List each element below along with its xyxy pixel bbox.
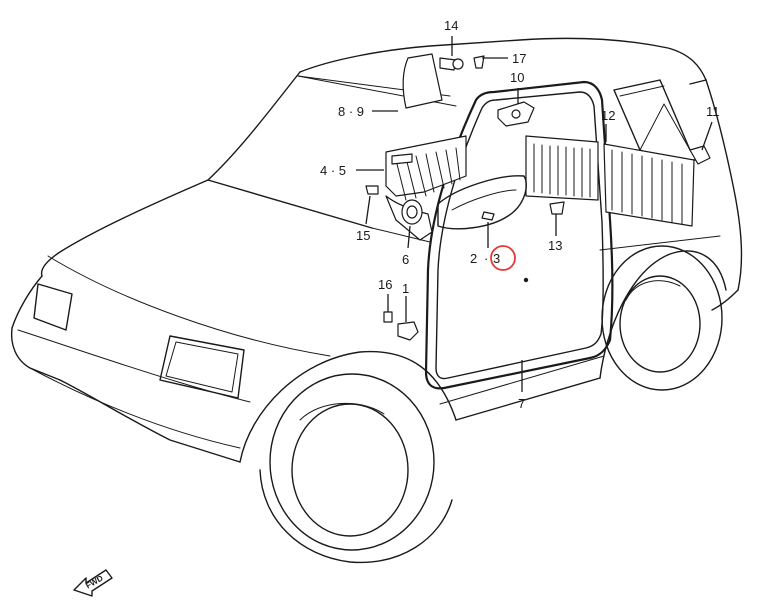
clip-13-part [549,201,565,215]
callout-labels: 14 17 10 11 12 8 · 9 4 · 5 15 6 13 2 · 3… [320,18,720,411]
striker-1-part [397,321,419,341]
callout-3[interactable]: 3 [493,251,500,266]
forward-direction-badge: FWD [73,569,113,597]
callout-15: 15 [356,228,370,243]
bracket-11-part [689,145,711,165]
callout-17: 17 [512,51,526,66]
callout-2: 2 [470,251,477,266]
callout-12: 12 [601,108,615,123]
selected-part-highlight [490,245,516,271]
callout-13: 13 [548,238,562,253]
front-quarter-trim [385,135,527,241]
vehicle-body [10,37,743,564]
callout-7: 7 [518,396,525,411]
callout-1: 1 [402,281,409,296]
callout-8-9: 8 · 9 [338,104,364,119]
fasteners [365,53,711,341]
callout-10: 10 [510,70,524,85]
door-opening-weatherstrip [424,80,614,390]
quarter-glass-part [402,53,443,109]
screw-15-part [365,185,379,195]
clip-14-part [439,57,457,71]
callout-16: 16 [378,277,392,292]
rear-side-trim-panel [525,135,695,227]
leader-lines [356,36,713,392]
screw-17-part [473,55,485,69]
callout-14: 14 [444,18,458,33]
callout-4-5: 4 · 5 [320,163,346,178]
screw-16-part [383,311,393,323]
callout-6: 6 [402,252,409,267]
callout-separator: · [484,251,488,266]
callout-11: 11 [706,104,720,119]
